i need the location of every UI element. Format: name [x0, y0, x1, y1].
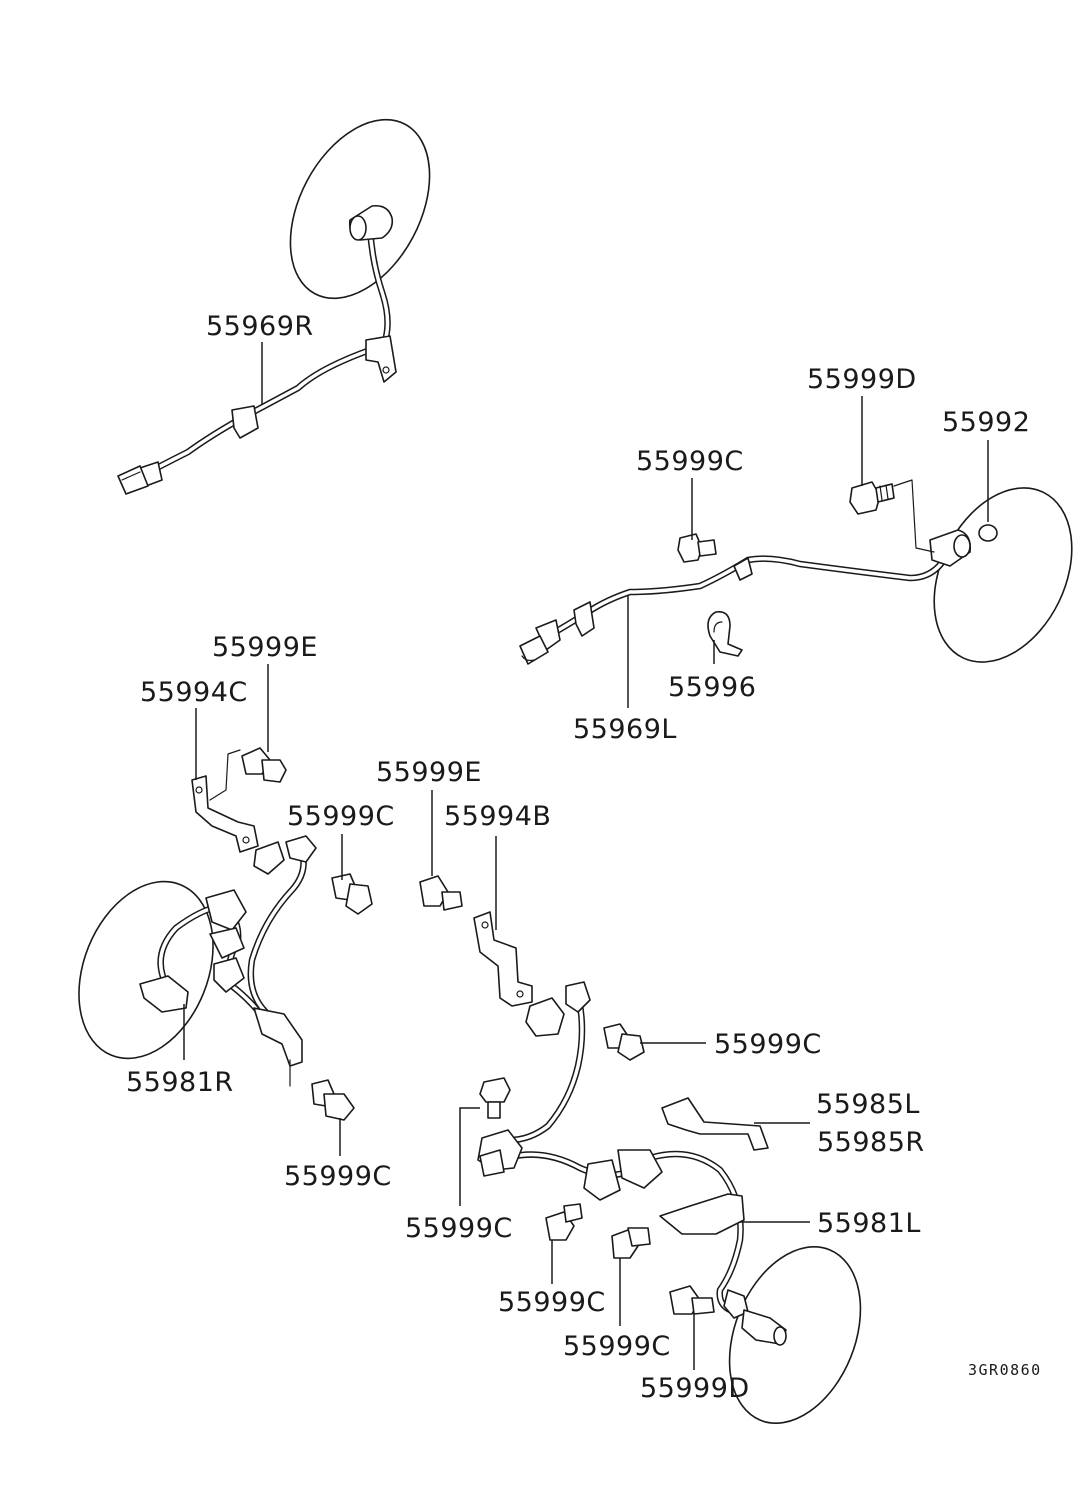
label-55999D-bottom: 55999D	[640, 1373, 750, 1404]
label-55969L: 55969L	[573, 714, 677, 745]
bolt-55999C-left[interactable]	[331, 873, 373, 915]
label-55985R: 55985R	[817, 1127, 925, 1158]
label-55992: 55992	[942, 407, 1030, 438]
sensor-cable-55981L[interactable]	[477, 981, 787, 1346]
label-55999C-mid: 55999C	[405, 1213, 513, 1244]
ring-55992[interactable]	[978, 524, 998, 542]
label-55999C-left: 55999C	[287, 801, 395, 832]
bolt-55999D-top[interactable]	[849, 479, 935, 553]
label-55999D-top: 55999D	[807, 364, 917, 395]
label-55981L: 55981L	[817, 1208, 921, 1239]
wheel-disc-top-right	[933, 487, 1073, 663]
label-55999E-mid: 55999E	[376, 757, 482, 788]
label-55969R: 55969R	[206, 311, 314, 342]
sensor-cable-55969R[interactable]	[117, 204, 397, 495]
bolt-55999C-right[interactable]	[603, 1023, 645, 1061]
bolt-55999C-mid-center[interactable]	[479, 1077, 511, 1119]
label-55994B: 55994B	[444, 801, 551, 832]
sensor-cable-55981R[interactable]	[139, 835, 317, 1087]
label-55981R: 55981R	[126, 1067, 234, 1098]
bolt-55999C-bottom-1[interactable]	[545, 1203, 583, 1241]
bolt-55999C-top[interactable]	[677, 533, 717, 563]
sensor-cable-55969L[interactable]	[519, 529, 972, 665]
label-55999C-right: 55999C	[714, 1029, 822, 1060]
drawing-number: 3GR0860	[968, 1361, 1042, 1379]
label-55999E-left: 55999E	[212, 632, 318, 663]
bracket-55994C[interactable]	[191, 749, 259, 853]
clamp-55996[interactable]	[707, 610, 743, 657]
wheel-disc-top-left	[289, 118, 431, 300]
bolt-55999C-lower-left[interactable]	[311, 1079, 355, 1121]
bolt-55999E-left[interactable]	[241, 747, 287, 783]
label-55999C-bottom-2: 55999C	[563, 1331, 671, 1362]
bolt-55999D-bottom[interactable]	[669, 1285, 715, 1315]
label-55996: 55996	[668, 672, 756, 703]
leader-lines	[183, 342, 989, 1370]
label-55999C-top: 55999C	[636, 446, 744, 477]
label-55999C-lower-left: 55999C	[284, 1161, 392, 1192]
label-55985L: 55985L	[816, 1089, 920, 1120]
bolt-55999E-mid[interactable]	[419, 875, 463, 911]
wheel-disc-mid-left	[78, 880, 214, 1060]
label-55999C-bottom-1: 55999C	[498, 1287, 606, 1318]
label-55994C: 55994C	[140, 677, 248, 708]
bracket-55994B[interactable]	[473, 911, 533, 1007]
bolt-55999C-bottom-2[interactable]	[611, 1227, 651, 1259]
